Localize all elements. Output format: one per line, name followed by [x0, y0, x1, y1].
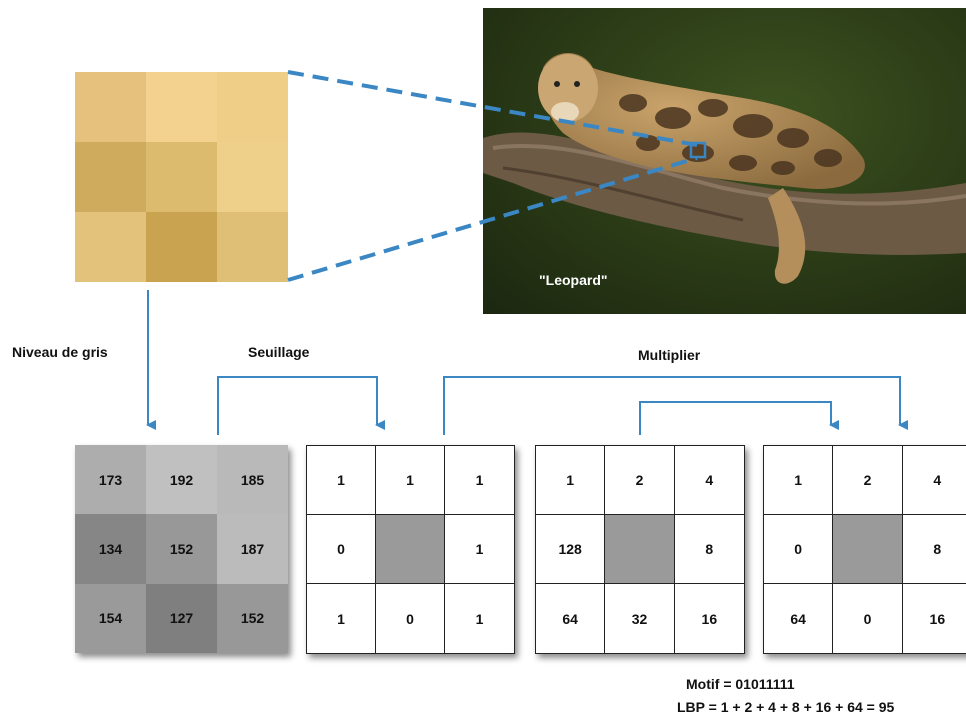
grid-cell: 4	[902, 446, 966, 515]
color-swatch	[217, 72, 288, 142]
arrow-multiply-inner	[639, 401, 839, 435]
grid-cell: 1	[475, 610, 484, 627]
color-swatch	[217, 142, 288, 212]
color-swatch	[146, 72, 217, 142]
gray-cell: 154	[75, 583, 146, 653]
grid-cell: 1	[376, 446, 445, 515]
grid-cell: 16	[929, 610, 946, 627]
gray-cell: 187	[217, 514, 288, 584]
leopard-photo: "Leopard"	[483, 8, 966, 314]
threshold-label: Seuillage	[248, 344, 310, 360]
gray-cell: 134	[75, 514, 146, 584]
gray-level-label: Niveau de gris	[12, 344, 108, 360]
grid-cell: 0	[764, 515, 834, 584]
leopard-illustration	[483, 53, 966, 284]
color-patch	[75, 72, 288, 282]
center-cell	[833, 515, 903, 584]
grid-cell: 1	[307, 584, 376, 653]
multiply-label: Multiplier	[638, 347, 701, 363]
photo-caption: "Leopard"	[539, 272, 608, 288]
arrow-threshold	[217, 376, 385, 435]
grid-cell: 2	[833, 446, 903, 515]
gray-cell: 192	[146, 445, 217, 515]
motif-text: Motif = 01011111	[686, 676, 795, 692]
center-cell	[605, 515, 675, 584]
arrow-multiply-outer	[443, 376, 908, 435]
grid-cell: 4	[674, 446, 744, 515]
gray-cell: 152	[146, 514, 217, 584]
grid-cell: 8	[902, 515, 966, 584]
grid-cell: 0	[307, 515, 376, 584]
grid-cell: 64	[536, 584, 606, 653]
color-swatch	[217, 212, 288, 282]
gray-cell: 152	[217, 583, 288, 653]
gray-cell: 185	[217, 445, 288, 515]
grid-cell: 32	[605, 584, 675, 653]
grid-cell: 1	[445, 515, 514, 584]
grid-cell: 1	[307, 446, 376, 515]
grid-cell: 1	[536, 446, 606, 515]
gray-cell: 173	[75, 445, 146, 515]
color-swatch	[75, 72, 146, 142]
color-swatch	[146, 142, 217, 212]
color-swatch	[146, 212, 217, 282]
grid-cell: 64	[764, 584, 834, 653]
grid-cell: 1	[445, 446, 514, 515]
gray-cell: 127	[146, 583, 217, 653]
grid-cell: 0	[833, 584, 903, 653]
grid-cell: 0	[376, 584, 445, 653]
center-cell	[376, 515, 445, 584]
grid-cell: 16	[701, 610, 718, 627]
color-swatch	[75, 212, 146, 282]
grid-cell: 2	[605, 446, 675, 515]
lbp-formula: LBP = 1 + 2 + 4 + 8 + 16 + 64 = 95	[677, 699, 895, 715]
grid-cell: 128	[536, 515, 606, 584]
grid-cell: 8	[674, 515, 744, 584]
grid-cell: 1	[764, 446, 834, 515]
color-swatch	[75, 142, 146, 212]
